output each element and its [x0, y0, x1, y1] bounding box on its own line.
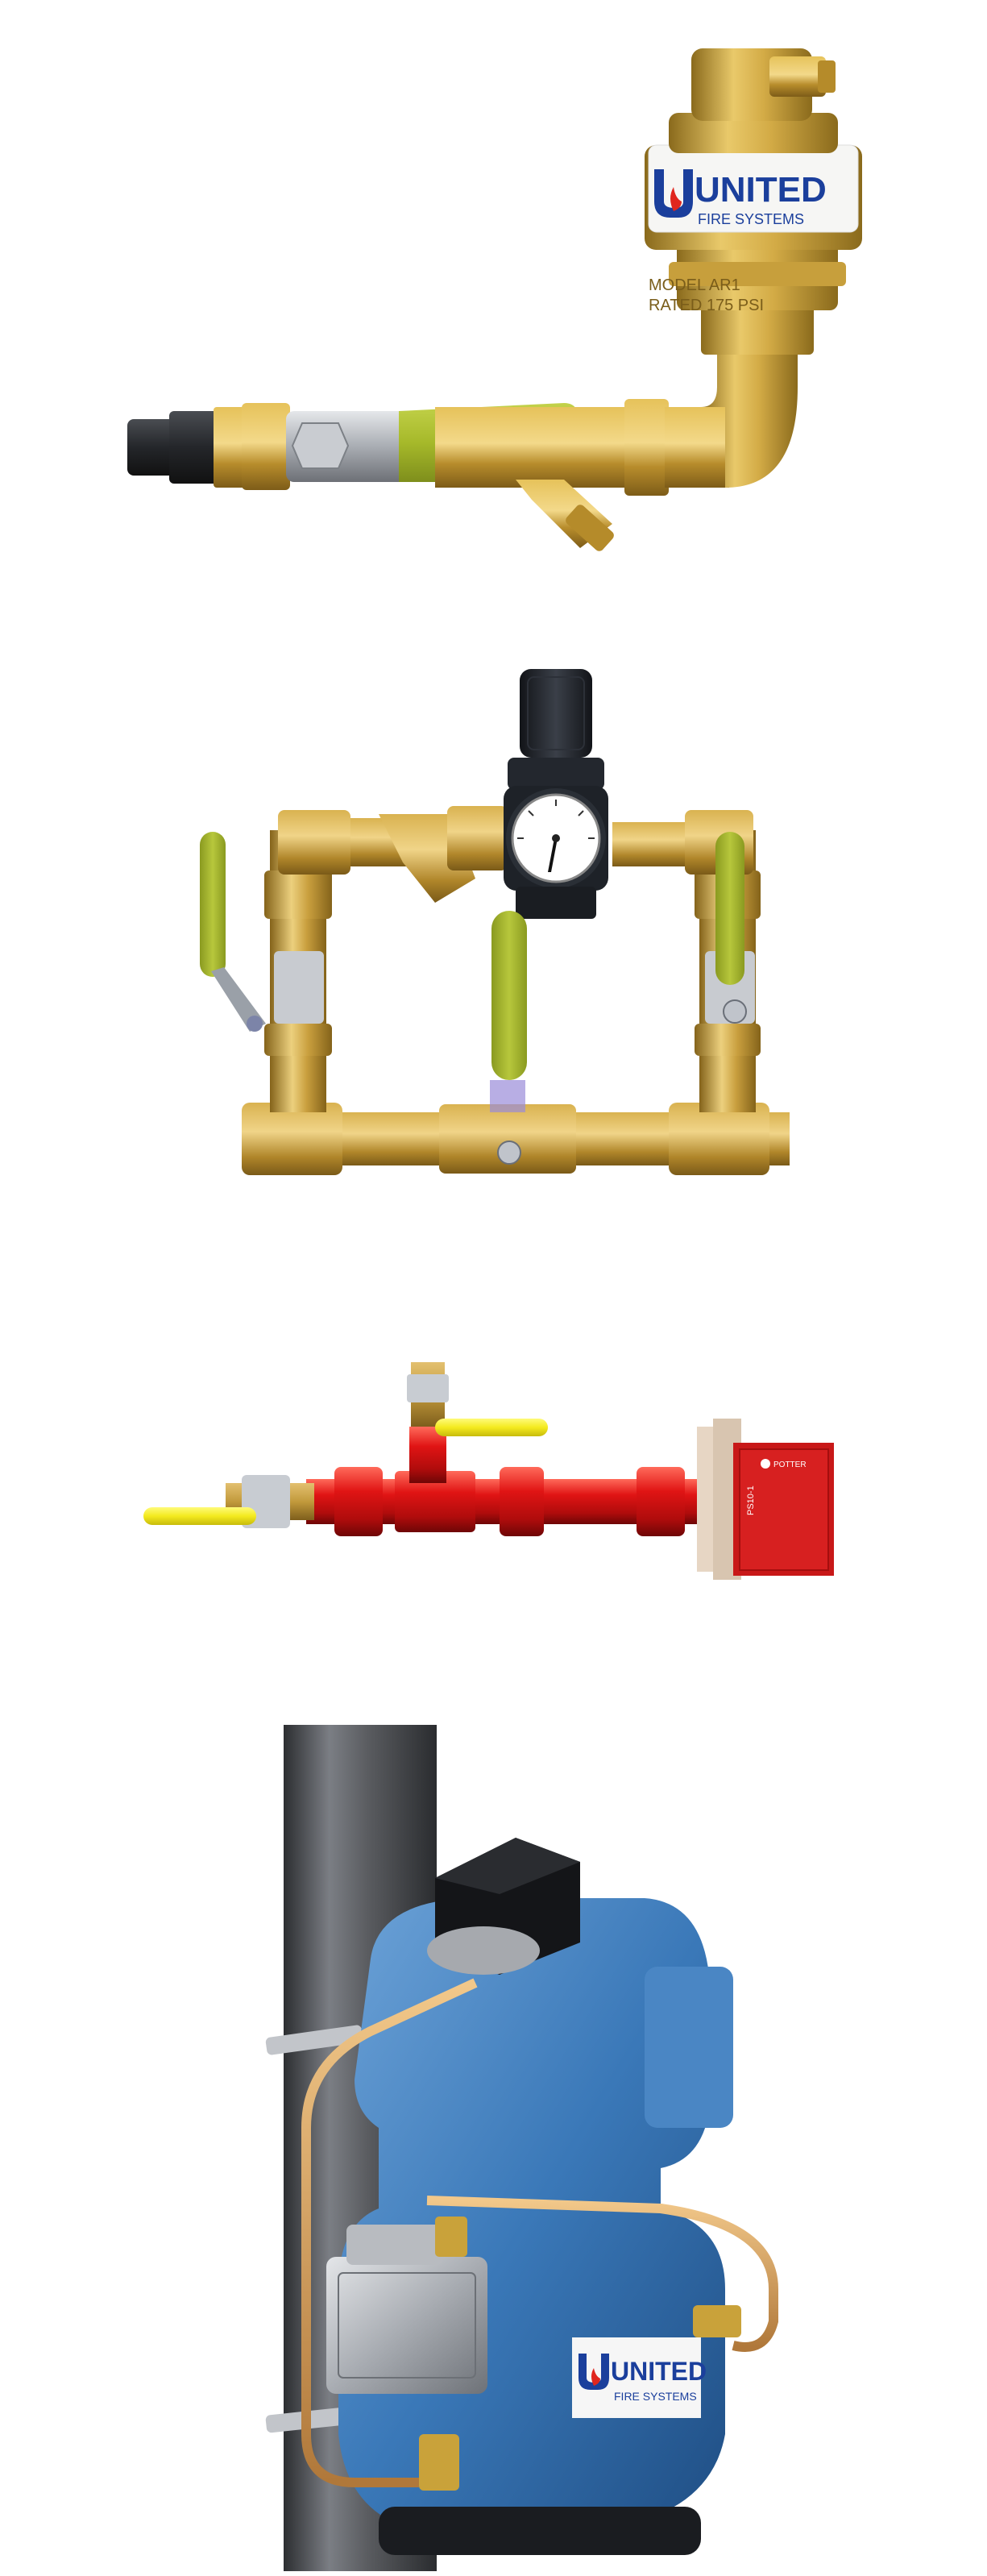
- vent-rated-text: RATED 175 PSI: [649, 297, 764, 314]
- air-vent-assembly-image: MODEL AR1 RATED 175 PSI UNITED FIRE SYST…: [0, 0, 987, 580]
- pressure-regulator: [504, 669, 608, 919]
- pressure-switch-assembly-image: POTTER PS10-1: [0, 1306, 987, 1596]
- regulator-manifold-image: [0, 645, 987, 1241]
- united-logo-valve: UNITED FIRE SYSTEMS: [572, 2337, 707, 2418]
- switch-model-text: PS10-1: [746, 1485, 756, 1515]
- valve-logo-sub: FIRE SYSTEMS: [614, 2390, 697, 2403]
- compression-fitting: [127, 407, 246, 488]
- switch-brand-text: POTTER: [773, 1460, 807, 1469]
- potter-switch: POTTER PS10-1: [697, 1419, 834, 1580]
- blue-valve-body: [338, 1838, 733, 2555]
- blue-valve-assembly-image: UNITED FIRE SYSTEMS: [0, 1709, 987, 2576]
- actuator-block: [326, 2225, 487, 2394]
- valve-logo-main: UNITED: [611, 2357, 707, 2386]
- vent-logo-sub: FIRE SYSTEMS: [698, 211, 804, 227]
- united-logo-vent: UNITED FIRE SYSTEMS: [654, 169, 827, 227]
- vent-model-text: MODEL AR1: [649, 276, 740, 294]
- vent-logo-main: UNITED: [695, 170, 827, 210]
